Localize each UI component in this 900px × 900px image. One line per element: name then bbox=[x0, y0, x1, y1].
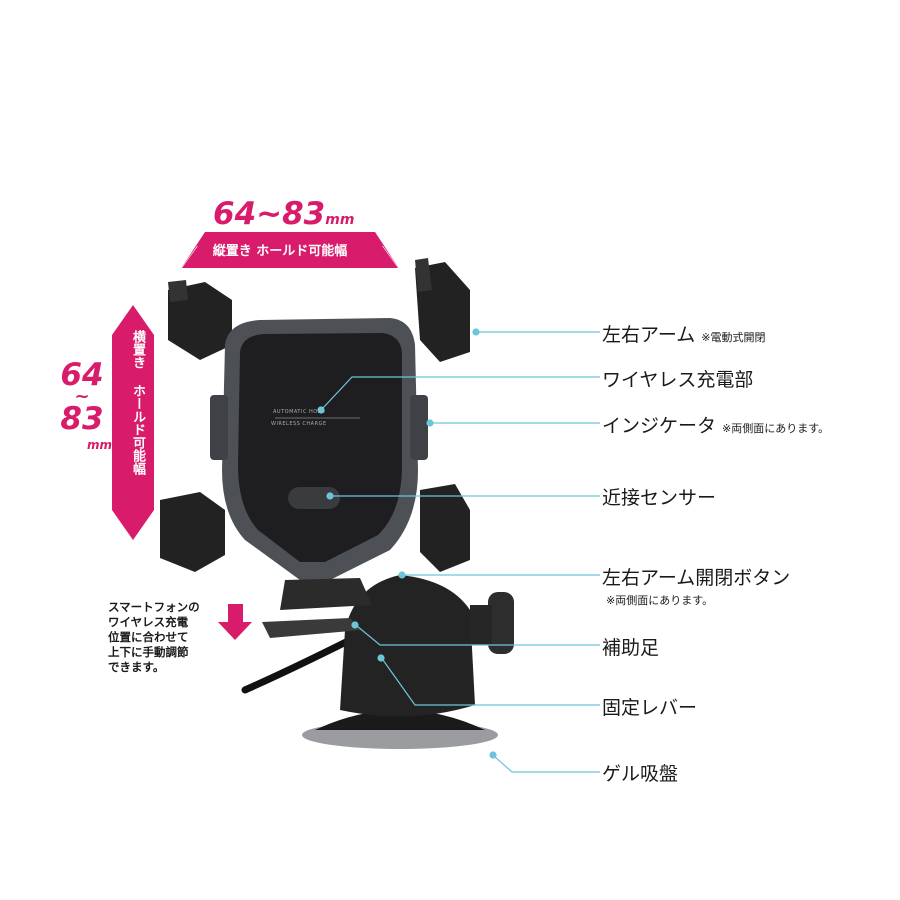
instruction-line: できます。 bbox=[108, 660, 165, 674]
instruction-line: 位置に合わせて bbox=[108, 630, 189, 644]
callout-arms: 左右アーム ※電動式開閉 bbox=[602, 320, 766, 347]
top-width-banner bbox=[182, 236, 398, 268]
callout-indicator: インジケータ ※両側面にあります。 bbox=[602, 411, 829, 438]
height-adjust-instruction: スマートフォンの ワイヤレス充電 位置に合わせて 上下に手動調節 できます。 bbox=[108, 600, 248, 675]
support-foot bbox=[262, 618, 362, 638]
instruction-line: スマートフォンの bbox=[108, 600, 200, 614]
proximity-sensor bbox=[288, 487, 340, 509]
top-width-value: 64~83mm bbox=[213, 196, 354, 232]
left-height-unit: mm bbox=[86, 438, 112, 452]
callout-sensor: 近接センサー bbox=[602, 487, 717, 509]
left-height-value: 64 ~ 83 mm bbox=[52, 360, 112, 460]
left-height-caption: 横置き ホールド可能幅 bbox=[130, 330, 145, 475]
top-width-unit: mm bbox=[325, 212, 355, 228]
callout-indicator-label: インジケータ bbox=[602, 415, 717, 437]
device-print-line2: WIRELESS CHARGE bbox=[271, 421, 327, 427]
callout-arm-button: 左右アーム開閉ボタン bbox=[602, 567, 791, 589]
left-bottom-arm bbox=[160, 492, 225, 572]
right-bottom-arm bbox=[420, 484, 470, 572]
left-height-arrow bbox=[112, 305, 154, 540]
left-height-tilde: ~ bbox=[74, 386, 90, 407]
stand-body bbox=[340, 575, 475, 717]
device-print-line1: AUTOMATIC HOLD bbox=[273, 409, 326, 415]
down-adjust-arrow bbox=[218, 604, 252, 640]
left-height-max: 83 bbox=[60, 401, 104, 437]
instruction-line: 上下に手動調節 bbox=[108, 645, 189, 659]
callout-support-foot: 補助足 bbox=[602, 637, 660, 659]
usb-cable bbox=[241, 636, 354, 694]
top-width-number: 64~83 bbox=[213, 196, 326, 232]
instruction-line: ワイヤレス充電 bbox=[108, 615, 189, 629]
top-width-caption: 縦置き ホールド可能幅 bbox=[212, 244, 348, 259]
left-height-min: 64 bbox=[60, 357, 104, 393]
callout-indicator-note: ※両側面にあります。 bbox=[722, 422, 830, 435]
left-top-arm bbox=[168, 282, 232, 360]
callout-arms-note: ※電動式開閉 bbox=[701, 331, 766, 344]
charging-pad bbox=[238, 333, 402, 562]
callout-suction: ゲル吸盤 bbox=[602, 763, 679, 785]
callout-arms-label: 左右アーム bbox=[602, 324, 696, 346]
callout-lever: 固定レバー bbox=[602, 697, 698, 719]
lever-knob bbox=[488, 592, 514, 654]
callout-charger: ワイヤレス充電部 bbox=[602, 369, 754, 391]
callout-arm-button-note: ※両側面にあります。 bbox=[606, 594, 714, 607]
